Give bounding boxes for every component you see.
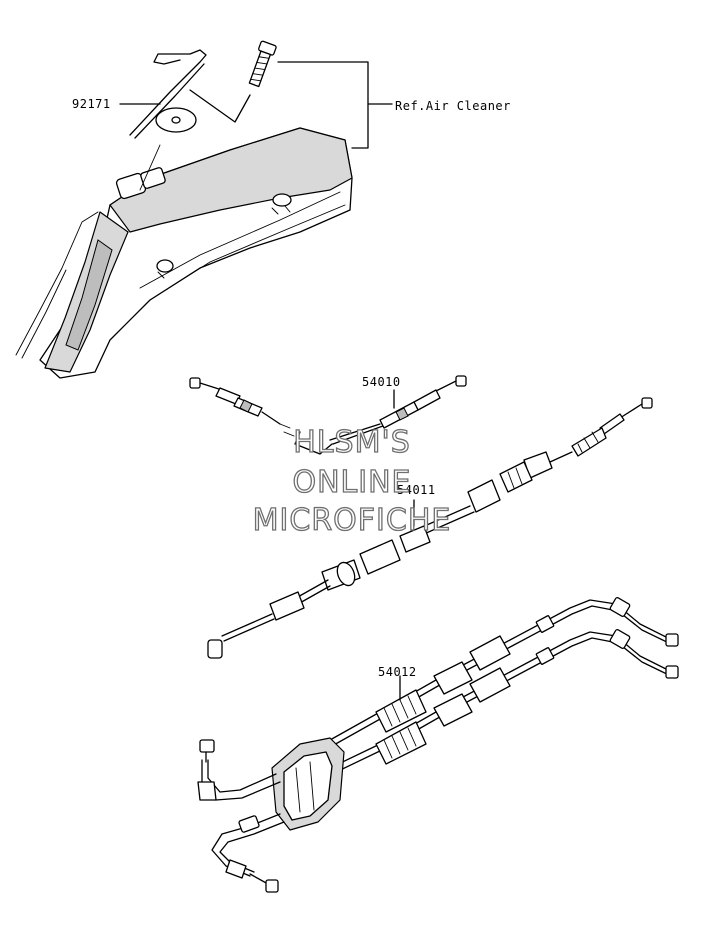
label-54012: 54012 (378, 665, 417, 679)
label-54010: 54010 (362, 375, 401, 389)
watermark: HLSM'S ONLINE MICROFICHE (252, 424, 452, 538)
watermark-line-3: MICROFICHE (253, 503, 452, 538)
cable-54012 (197, 597, 679, 893)
cable-54010 (189, 375, 467, 455)
watermark-line-1: HLSM'S (293, 425, 411, 460)
watermark-line-2: ONLINE (292, 465, 411, 500)
bolt-92171-assembly (119, 40, 393, 191)
label-54011: 54011 (397, 483, 436, 497)
cable-54011 (207, 397, 653, 659)
air-cleaner-cover (15, 127, 353, 379)
label-ref-air-cleaner: Ref.Air Cleaner (395, 99, 511, 113)
label-92171: 92171 (72, 97, 111, 111)
